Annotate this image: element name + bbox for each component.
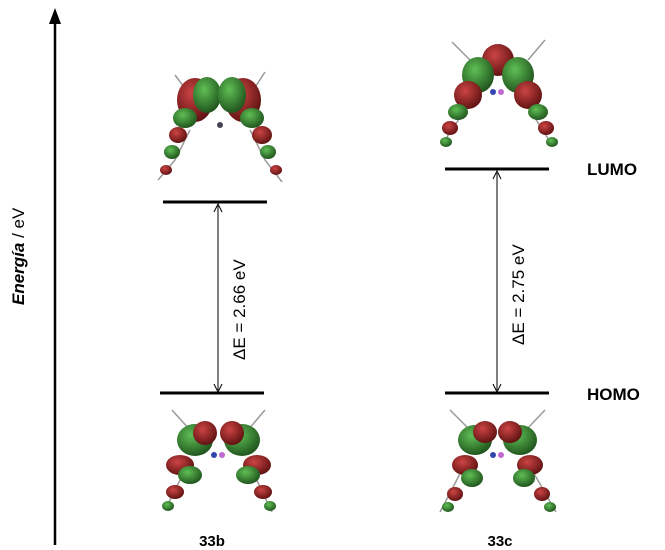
energy-axis-title: Energía / eV [9, 207, 28, 305]
gap-label-33c: ΔE = 2.75 eV [509, 244, 528, 345]
compound-33c: ΔE = 2.75 eV 33c [439, 39, 558, 550]
energy-axis-arrow-icon [49, 8, 61, 24]
homo-orbital-33b-image [162, 409, 276, 513]
compound-label-33c: 33c [487, 533, 512, 550]
gap-arrow-up-icon-33c [492, 169, 502, 180]
homo-orbital-33c-image [439, 409, 557, 513]
lumo-orbital-33b-image [157, 71, 283, 183]
compound-33b: ΔE = 2.66 eV 33b [157, 71, 283, 550]
gap-label-33b: ΔE = 2.66 eV [230, 259, 249, 360]
energy-axis [49, 8, 61, 545]
gap-arrow-up-icon-33b [213, 202, 223, 213]
homo-label: HOMO [587, 385, 640, 404]
lumo-orbital-33c-image [440, 39, 558, 147]
compound-label-33b: 33b [199, 533, 225, 550]
lumo-label: LUMO [587, 160, 637, 179]
